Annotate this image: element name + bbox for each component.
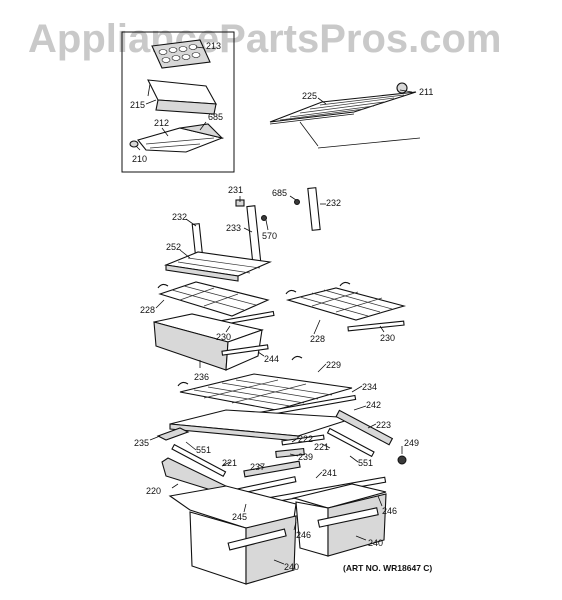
callout-210: 210 [132,154,147,164]
screws-and-pins [185,441,407,465]
shelf-knob [396,82,408,94]
callout-246-right: 246 [382,506,397,516]
right-crisper-drawer [291,483,387,557]
callout-233: 233 [226,223,241,233]
callout-252: 252 [166,242,181,252]
left-crisper-drawer [168,485,297,585]
callout-570: 570 [262,231,277,241]
callout-234: 234 [362,382,377,392]
callout-229: 229 [326,360,341,370]
callout-249: 249 [404,438,419,448]
callout-244: 244 [264,354,279,364]
callout-235: 235 [134,438,149,448]
dairy-bin [137,123,224,153]
callout-685-mid: 685 [272,188,287,198]
callout-220: 220 [146,486,161,496]
callout-212: 212 [154,118,169,128]
callout-213: 213 [206,41,221,51]
callout-232-left: 232 [172,212,187,222]
callout-215: 215 [130,100,145,110]
meat-pan-drawer [153,313,264,371]
crisper-glass-panel [169,409,355,442]
callout-236: 236 [194,372,209,382]
callout-551-right: 551 [358,458,373,468]
callout-221-right: 221 [314,442,329,452]
crisper-frame-rails [281,409,394,446]
callout-222: 222 [298,434,313,444]
callout-228-left: 228 [140,305,155,315]
callout-246-left: 246 [296,530,311,540]
callout-223: 223 [376,420,391,430]
callout-211: 211 [419,87,433,97]
drawer-rail [221,344,269,356]
drawer-slide-rails [171,427,375,478]
dairy-door [147,79,217,115]
top-wire-shelf [269,91,421,149]
callout-237: 237 [250,462,265,472]
callout-685-top: 685 [208,112,223,122]
callout-225: 225 [302,91,317,101]
callout-239: 239 [298,452,313,462]
callout-230-left: 230 [216,332,231,342]
leader-lines [135,46,413,565]
callout-221-left: 221 [222,458,237,468]
callout-551-left: 551 [196,445,211,455]
callout-231: 231 [228,185,243,195]
callout-241: 241 [322,468,337,478]
right-wire-shelf [285,281,407,321]
callout-242: 242 [366,400,381,410]
callout-labels: 211 225 213 215 212 685 210 231 685 232 … [130,41,433,572]
egg-tray [151,39,211,69]
art-number: (ART NO. WR18647 C) [343,563,432,573]
callout-230-right: 230 [380,333,395,343]
shelf-bracket [156,427,190,441]
watermark-text: AppliancePartsPros.com [28,17,502,61]
callout-245: 245 [232,512,247,522]
left-wire-shelf [157,281,270,317]
right-shelf-rail [347,320,405,332]
dairy-compartment-inset [121,31,235,173]
callout-232-right: 232 [326,198,341,208]
callout-240-left: 240 [284,562,299,572]
callout-228-right: 228 [310,334,325,344]
callout-240-right: 240 [368,538,383,548]
hinge-pin [129,140,139,148]
large-wire-shelf [177,355,353,411]
